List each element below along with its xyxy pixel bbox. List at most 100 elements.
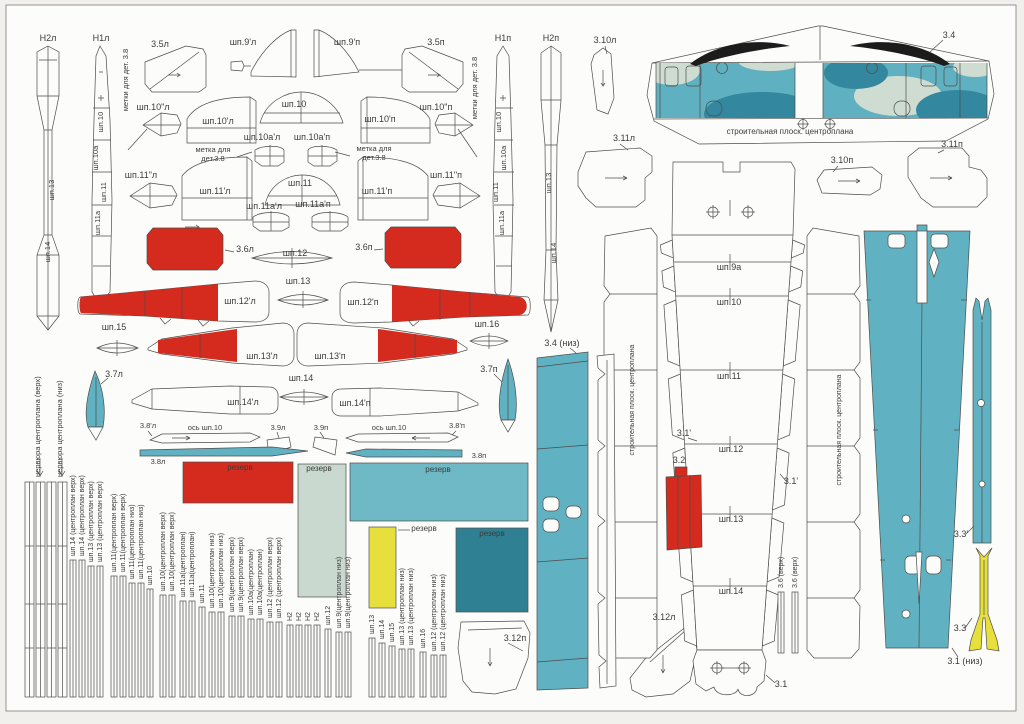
- part-label: шп.10а: [499, 145, 508, 171]
- strip-label: шп.13 (центроплан низ): [408, 568, 415, 645]
- part-plank-right: [806, 227, 861, 659]
- strip-label: шп.13: [369, 615, 376, 634]
- part-label: метки для дет. 3.8: [470, 57, 479, 119]
- part-3-1-fuselage: [659, 161, 806, 696]
- part-label: шп.16: [475, 319, 500, 329]
- part-label: 3.6 (верх): [778, 557, 785, 588]
- part-shp14p-cone: [331, 387, 479, 417]
- strip-label: шп.12 (центроплан низ): [431, 574, 438, 651]
- part-label: ось шп.10: [188, 423, 222, 432]
- part-label: строительная плоск. центроплана: [836, 374, 843, 485]
- part-label: 3.1': [784, 476, 799, 486]
- strip-label: шп.15: [389, 623, 396, 642]
- part-label: шп.12: [719, 444, 744, 454]
- strip-label: шп.10: [147, 566, 154, 585]
- part-label: шп.9'п: [334, 37, 360, 47]
- part-label: 3.12л: [653, 612, 676, 622]
- part-label: шп.10: [717, 297, 742, 307]
- strip-label: шп.9(центроплан низ): [345, 557, 352, 628]
- part-label: шп.10а'п: [294, 132, 330, 142]
- part-label: шп.11: [717, 371, 741, 381]
- part-label: шп.10а: [91, 145, 100, 171]
- part-label: метка для: [195, 145, 230, 154]
- part-shp12p-cone: [339, 281, 531, 327]
- part-3-10l: [590, 47, 615, 115]
- part-n2p-blade: [540, 45, 562, 333]
- part-rib-strip: [596, 353, 617, 689]
- part-label: Н1п: [495, 33, 512, 43]
- part-3-3: [964, 547, 1000, 652]
- strip-label: шп.11а(центроплан): [189, 532, 196, 598]
- part-label: шп.11: [491, 182, 500, 202]
- part-label: 3.10п: [831, 155, 854, 165]
- strip-label: шп.11: [199, 584, 206, 603]
- reserve-yellow: [368, 526, 397, 609]
- part-label: 3.12п: [504, 633, 527, 643]
- part-label: шп.10'л: [202, 116, 234, 126]
- part-label: шп.15: [102, 322, 127, 332]
- part-3-7p: [493, 357, 517, 433]
- part-label: Н1л: [93, 33, 110, 43]
- strip-label: шп.12 (центроплан верх): [276, 537, 283, 618]
- part-3-3-prime: [965, 297, 992, 544]
- part-label: ось шп.10: [372, 423, 406, 432]
- part-label: строительная плоск. центроплана: [629, 344, 636, 455]
- strip-label: шп.9(центроплан низ): [336, 557, 343, 628]
- strip-label: шп.14: [379, 620, 386, 639]
- part-label: метка для: [356, 144, 391, 153]
- part-label: 3.3: [954, 623, 967, 633]
- strip-label: шп.12: [325, 606, 332, 625]
- part-label: нервюра центроплана (верх): [33, 376, 42, 477]
- part-label: 3.1: [775, 679, 788, 689]
- strip-label: шп.11а(центроплан): [180, 532, 187, 598]
- part-shp9l-horn: [230, 29, 297, 78]
- part-label: шп.12'п: [347, 297, 378, 307]
- part-n2l-blade: [36, 45, 60, 331]
- strip-label: шп.12 (центроплан верх): [267, 537, 274, 618]
- part-label: 3.8'л: [140, 421, 156, 430]
- part-label: шп.11: [288, 178, 312, 188]
- part-label: шп.10: [96, 112, 105, 133]
- rivet-marks: [797, 118, 836, 130]
- part-shp13p-cone: [296, 322, 468, 367]
- part-3-6l: [146, 227, 235, 271]
- part-3-7l: [85, 370, 109, 441]
- strip-label: Н2: [296, 612, 303, 621]
- strip-label: шп.9(центроплан верх): [229, 537, 236, 612]
- part-3-5l: [144, 45, 207, 93]
- part-label: шп.10'п: [364, 114, 395, 124]
- reserve-blue: [349, 462, 529, 522]
- part-3-1-niz: [863, 224, 971, 658]
- strip-label: шп.16: [420, 629, 427, 648]
- strip-label: Н2: [287, 612, 294, 621]
- part-label: шп.13: [544, 173, 553, 194]
- part-3-12p: [457, 620, 531, 695]
- part-label: 3.1 (низ): [947, 656, 982, 666]
- part-shp13l-cone: [147, 322, 295, 367]
- part-label: шп.14'п: [339, 398, 370, 408]
- frame-lenses: [96, 248, 509, 405]
- part-shp12l-cone: [77, 280, 270, 327]
- part-label: шп.11'п: [362, 186, 393, 196]
- part-label: шп.11а: [497, 210, 506, 235]
- wing-fillet-right: [850, 42, 950, 66]
- part-label: шп.10а'л: [244, 132, 281, 142]
- strip-label: шп.10а(центроплан): [248, 549, 255, 615]
- wing-fillet-left: [690, 42, 790, 66]
- strip-label: шп.10(центроплан низ): [218, 533, 225, 608]
- part-label: 3.6п: [355, 242, 373, 252]
- strip-label: шп.13 (центроплан верх): [88, 481, 95, 562]
- part-label: 3.10л: [594, 35, 617, 45]
- wide-strips-group: [24, 481, 68, 698]
- part-label: шп.14: [719, 586, 744, 596]
- part-label: резерв: [227, 463, 252, 472]
- strip-label: шп.10(центроплан низ): [209, 533, 216, 608]
- part-label: шп.14: [549, 243, 558, 264]
- part-label: резерв: [479, 529, 504, 538]
- part-label: метки для дет. 3.8: [121, 49, 130, 111]
- part-label: 3.1': [677, 428, 692, 438]
- part-label: шп.14: [43, 242, 52, 263]
- part-label: 3.9л: [271, 423, 286, 432]
- part-label: шп.11а'п: [295, 199, 331, 209]
